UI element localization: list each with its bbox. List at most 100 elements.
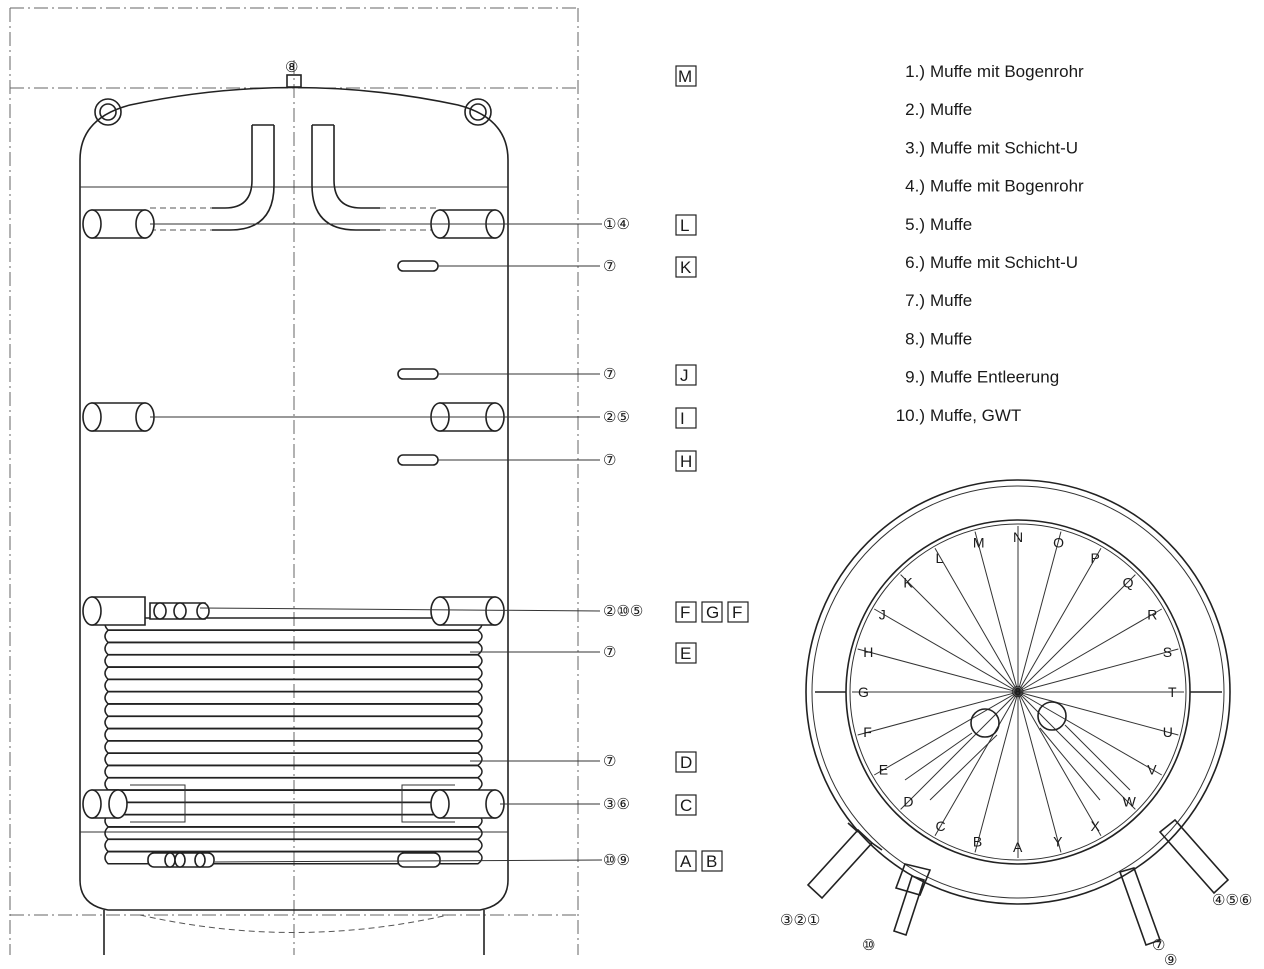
level-label: D xyxy=(680,753,692,772)
nozzle-label-right-lower: ⑦ xyxy=(1152,937,1165,954)
level-label: M xyxy=(678,67,692,86)
nozzle-label-left: ③②① xyxy=(780,912,820,929)
callout-label: ①④ xyxy=(603,216,630,233)
legend-text: Muffe xyxy=(930,215,972,234)
callout-label: ⑦ xyxy=(603,258,616,275)
direction-ray xyxy=(900,574,1019,693)
legend: 1.) Muffe mit Bogenrohr 2.) Muffe 3.) Muffe m… xyxy=(896,62,1084,425)
level-box xyxy=(675,642,697,664)
legend-number: 4.) xyxy=(905,177,925,196)
direction-label: J xyxy=(879,607,886,623)
level-box xyxy=(675,364,697,386)
direction-ray xyxy=(934,547,1019,693)
pipe-stub-C xyxy=(82,784,505,823)
center-muffe-label: ⑧ xyxy=(1011,684,1024,701)
tank-shell xyxy=(79,86,509,911)
legend-number: 3.) xyxy=(905,138,925,157)
heat-exchanger-coil xyxy=(104,617,483,865)
direction-label: F xyxy=(863,724,872,740)
direction-ray xyxy=(1017,608,1163,693)
direction-label: G xyxy=(858,684,869,700)
direction-label: N xyxy=(1013,529,1023,545)
direction-label: B xyxy=(973,834,982,850)
callout-label: ⑦ xyxy=(603,644,616,661)
direction-ray xyxy=(857,691,1019,736)
nozzle-left-lower xyxy=(892,863,932,937)
level-label: F xyxy=(732,603,742,622)
legend-number: 8.) xyxy=(905,329,925,348)
top-muffe-callout: ⑧ xyxy=(285,59,298,76)
direction-ray xyxy=(873,691,1019,776)
direction-label: U xyxy=(1163,724,1173,740)
level-label: F xyxy=(680,603,690,622)
level-box xyxy=(675,601,697,623)
direction-label: E xyxy=(879,762,888,778)
legend-text: Muffe xyxy=(930,329,972,348)
level-box xyxy=(675,214,697,236)
pipe-stub-A-B xyxy=(147,852,441,868)
level-box xyxy=(701,601,723,623)
direction-label: S xyxy=(1163,644,1172,660)
level-box xyxy=(675,751,697,773)
direction-label: R xyxy=(1147,607,1157,623)
level-box xyxy=(675,256,697,278)
legend-text: Muffe Entleerung xyxy=(930,368,1059,387)
direction-label: X xyxy=(1091,818,1101,834)
level-label: B xyxy=(706,852,717,871)
direction-label: C xyxy=(936,818,946,834)
callout-label: ⑩⑨ xyxy=(603,852,630,869)
callout-label: ②⑤ xyxy=(603,409,630,426)
legend-text: Muffe xyxy=(930,100,972,119)
direction-label: Y xyxy=(1053,834,1063,850)
direction-ray xyxy=(1017,574,1136,693)
level-box xyxy=(675,794,697,816)
level-label: E xyxy=(680,644,691,663)
legend-text: Muffe mit Schicht-U xyxy=(930,253,1078,272)
nozzle-right-lower xyxy=(1118,867,1162,947)
direction-ray xyxy=(934,691,1019,837)
level-label: C xyxy=(680,796,692,815)
pipe-stub-F xyxy=(82,596,505,626)
direction-label: M xyxy=(973,534,985,550)
level-label: L xyxy=(680,216,689,235)
direction-ray xyxy=(1017,691,1136,810)
nozzle-right xyxy=(1158,818,1230,895)
direction-ray xyxy=(974,531,1019,693)
direction-ray xyxy=(1017,691,1163,776)
level-box xyxy=(701,850,723,872)
direction-label: P xyxy=(1091,550,1100,566)
legend-text: Muffe mit Bogenrohr xyxy=(930,177,1084,196)
nozzle-left xyxy=(806,822,883,900)
legend-number: 1.) xyxy=(905,62,925,81)
direction-label: K xyxy=(903,574,913,590)
leader-lines xyxy=(150,223,603,863)
sensor-stubs xyxy=(397,260,439,466)
level-label: H xyxy=(680,452,692,471)
level-label: J xyxy=(680,366,689,385)
direction-ray xyxy=(974,691,1019,853)
level-label: A xyxy=(680,852,692,871)
direction-ray xyxy=(1017,691,1062,853)
level-label: K xyxy=(680,258,692,277)
direction-ray xyxy=(873,608,1019,693)
legend-number: 2.) xyxy=(905,100,925,119)
direction-ray xyxy=(857,648,1019,693)
direction-label: A xyxy=(1013,839,1023,855)
callout-label: ⑦ xyxy=(603,452,616,469)
direction-label: D xyxy=(903,794,913,810)
direction-label: O xyxy=(1053,534,1064,550)
legend-number: 5.) xyxy=(905,215,925,234)
nozzle-label-left-lower: ⑩ xyxy=(862,937,875,954)
direction-label: W xyxy=(1123,794,1137,810)
direction-ray xyxy=(1017,531,1062,693)
direction-label: Q xyxy=(1123,574,1134,590)
callout-label: ⑦ xyxy=(603,366,616,383)
direction-ray xyxy=(1017,648,1179,693)
direction-label: T xyxy=(1168,684,1177,700)
coil-winding xyxy=(104,850,483,865)
